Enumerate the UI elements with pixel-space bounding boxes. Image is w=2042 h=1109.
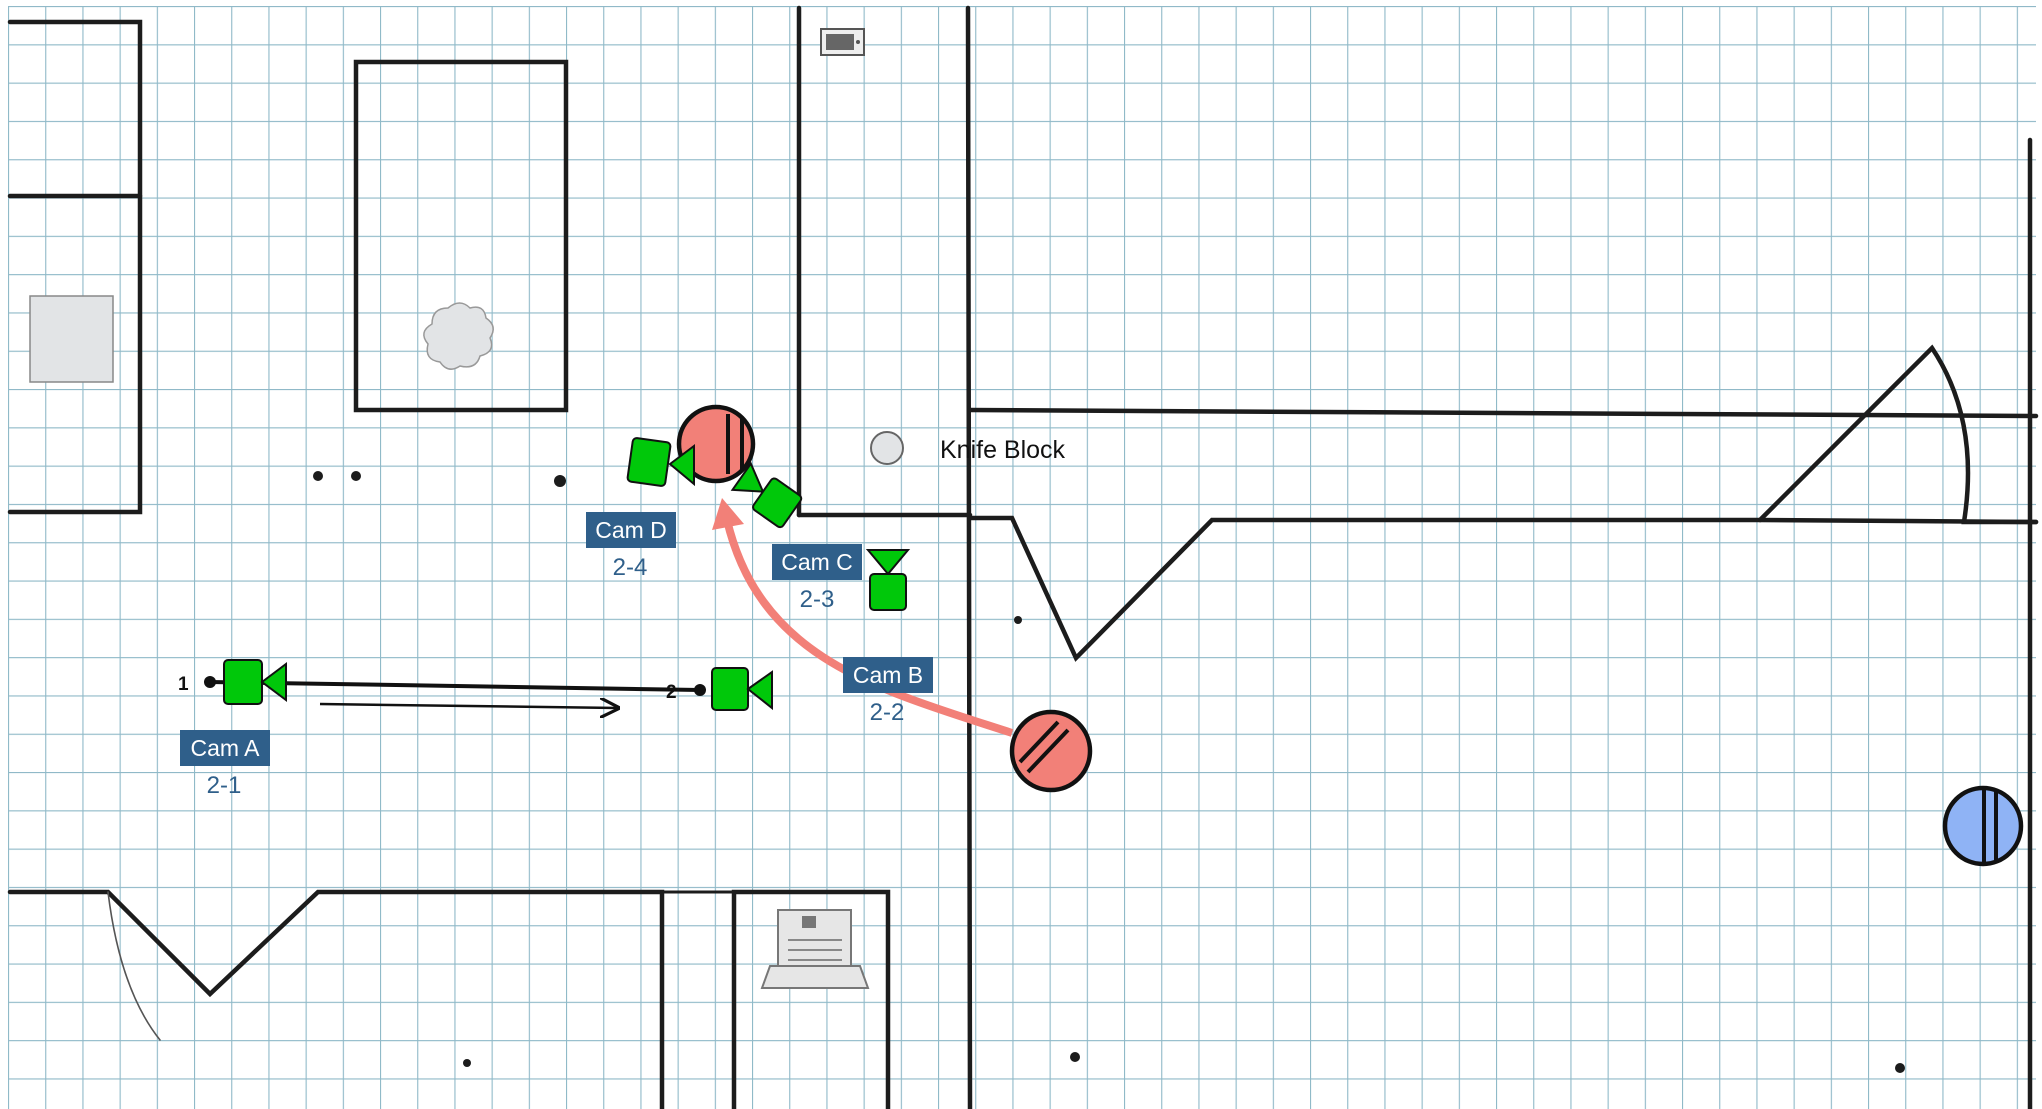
cam-c-name: Cam C <box>781 549 853 575</box>
dolly-start-point <box>204 676 216 688</box>
knife-block-label: Knife Block <box>940 436 1066 464</box>
cam-b-shot: 2-2 <box>870 699 905 726</box>
actor-marker-red-start <box>1009 709 1093 793</box>
camera-icon <box>223 659 287 705</box>
dolly-direction-arrow <box>319 704 618 708</box>
knife-block-marker <box>870 431 904 465</box>
cam-a-label: Cam A 2-1 <box>180 730 270 799</box>
box-prop <box>29 295 114 383</box>
cam-d-name: Cam D <box>595 517 667 543</box>
tv-icon <box>820 28 865 56</box>
actor-marker-red-end <box>676 404 756 484</box>
camera-icon <box>730 461 803 529</box>
camera-icon <box>711 667 773 711</box>
cam-c-shot: 2-3 <box>800 586 835 613</box>
cam-a-shot: 2-1 <box>207 772 242 799</box>
actor-marker-blue <box>1942 785 2024 867</box>
dolly-end-point <box>694 684 706 696</box>
cam-d-shot: 2-4 <box>613 554 648 581</box>
cam-a-name: Cam A <box>190 735 260 761</box>
camera-icon <box>626 437 695 487</box>
cam-d-label: Cam D 2-4 <box>586 512 676 581</box>
dolly-end-number: 2 <box>666 682 677 703</box>
cam-c-label: Cam C 2-3 <box>772 544 862 613</box>
dolly-start-number: 1 <box>178 674 189 695</box>
grid-paper <box>8 6 2036 1109</box>
cam-b-label: Cam B 2-2 <box>843 657 933 726</box>
plan-dots <box>313 471 1905 1073</box>
actor-movement-arrowhead <box>712 498 744 530</box>
actor-movement-path <box>723 519 1014 737</box>
laptop-icon <box>760 909 870 989</box>
dolly-track <box>209 680 701 692</box>
cam-b-name: Cam B <box>853 662 923 688</box>
plant-icon <box>423 302 494 370</box>
walls <box>7 5 2039 1109</box>
camera-icon <box>865 549 911 611</box>
